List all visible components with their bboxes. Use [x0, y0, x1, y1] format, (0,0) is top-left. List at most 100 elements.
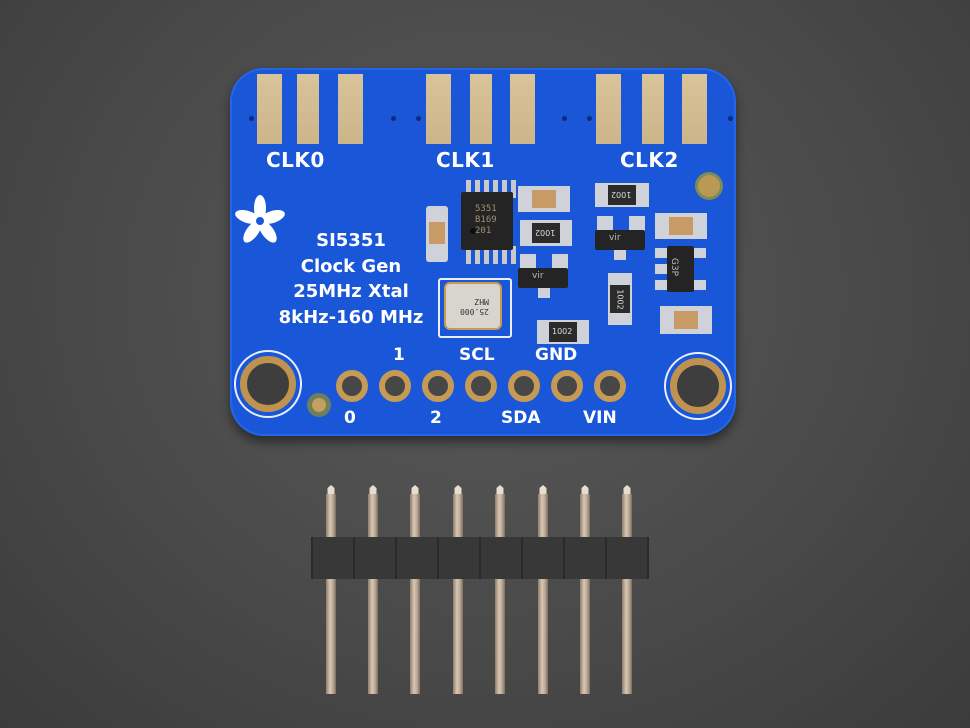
- housing-segment: [355, 537, 395, 579]
- capacitor: [518, 186, 570, 212]
- via: [562, 116, 567, 121]
- header-pin: [495, 494, 505, 694]
- capacitor: [426, 206, 448, 262]
- clk2-pad-gnd-right: [682, 74, 707, 144]
- pin-label-2: 2: [430, 408, 442, 428]
- resistor-body: 1002: [532, 223, 560, 243]
- ic-marking-line: 201: [475, 226, 492, 236]
- pcb-board: CLK0 CLK1 CLK2 SI5351 Clock Gen 25MHz Xt…: [230, 68, 736, 436]
- housing-segment: [397, 537, 437, 579]
- header-hole-scl[interactable]: [465, 370, 497, 402]
- crystal-25mhz: 25.000 MHZ: [446, 284, 500, 328]
- header-pin: [538, 494, 548, 694]
- crystal-marking-line: MHZ: [474, 297, 489, 306]
- crystal-marking: 25.000 MHZ: [460, 296, 489, 316]
- pin-tip: [581, 485, 589, 495]
- clk1-pad-signal: [470, 74, 492, 144]
- description-line: SI5351: [316, 230, 386, 251]
- description-line: Clock Gen: [300, 255, 402, 277]
- regulator-lead: [655, 280, 669, 290]
- via: [587, 116, 592, 121]
- pin-tip: [539, 485, 547, 495]
- clk0-pad-gnd-right: [338, 74, 363, 144]
- housing-segment: [523, 537, 563, 579]
- regulator-lead: [655, 264, 669, 274]
- via: [249, 116, 254, 121]
- transistor-lead: [597, 216, 613, 232]
- capacitor: [660, 306, 712, 334]
- header-hole-vin[interactable]: [594, 370, 626, 402]
- voltage-regulator: G3P: [667, 246, 694, 292]
- clk0-label: CLK0: [266, 148, 325, 172]
- ic-marking-line: B169: [475, 215, 497, 225]
- si5351-ic: 5351 B169 201: [461, 192, 513, 250]
- housing-segment: [481, 537, 521, 579]
- transistor-marking: vir: [609, 233, 621, 243]
- regulator-lead: [655, 248, 669, 258]
- clk2-pad-gnd-left: [596, 74, 621, 144]
- capacitor: [655, 213, 707, 239]
- pin-tip: [369, 485, 377, 495]
- mounting-hole-right: [670, 358, 726, 414]
- resistor: 1002: [595, 183, 649, 207]
- resistor-marking: 1002: [535, 228, 556, 237]
- pin-tip: [454, 485, 462, 495]
- mounting-hole-left: [240, 356, 296, 412]
- resistor-marking: 1002: [615, 289, 625, 310]
- regulator-marking: G3P: [669, 257, 680, 277]
- transistor: vir: [595, 230, 645, 250]
- transistor-marking: vir: [532, 271, 544, 281]
- capacitor-body: [532, 190, 556, 208]
- header-hole-2[interactable]: [422, 370, 454, 402]
- clk0-pad-gnd-left: [257, 74, 282, 144]
- transistor-lead: [520, 254, 536, 270]
- via: [728, 116, 733, 121]
- header-hole-1[interactable]: [379, 370, 411, 402]
- description-line: 25MHz Xtal: [293, 281, 409, 302]
- header-pin: [580, 494, 590, 694]
- header-hole-0[interactable]: [336, 370, 368, 402]
- pin-label-0: 0: [344, 408, 356, 428]
- adafruit-flower-logo-icon: [235, 195, 285, 243]
- housing-segment: [313, 537, 353, 579]
- header-hole-gnd[interactable]: [551, 370, 583, 402]
- board-description: SI5351 Clock Gen 25MHz Xtal 8kHz-160 MHz: [266, 228, 436, 330]
- crystal-outline: [438, 278, 512, 338]
- housing-segment: [607, 537, 647, 579]
- clk2-label: CLK2: [620, 148, 679, 172]
- header-housing: [311, 537, 649, 579]
- header-hole-sda[interactable]: [508, 370, 540, 402]
- pin-tip: [496, 485, 504, 495]
- housing-segment: [439, 537, 479, 579]
- header-pin: [368, 494, 378, 694]
- resistor-body: 1002: [608, 185, 636, 205]
- ic-marking: 5351 B169 201: [475, 204, 497, 237]
- resistor-marking: 1002: [611, 190, 632, 199]
- housing-segment: [565, 537, 605, 579]
- capacitor-body: [669, 217, 693, 235]
- pin-tip: [623, 485, 631, 495]
- pin-label-vin: VIN: [583, 408, 617, 428]
- resistor-body: 1002: [549, 322, 577, 342]
- pin-label-scl: SCL: [459, 345, 495, 365]
- pin-tip: [411, 485, 419, 495]
- resistor-marking: 1002: [552, 327, 573, 336]
- regulator-lead: [692, 248, 706, 258]
- pin1-dot: [470, 228, 476, 234]
- regulator-lead: [692, 280, 706, 290]
- clk1-pad-gnd-left: [426, 74, 451, 144]
- clk1-pad-gnd-right: [510, 74, 535, 144]
- header-pin: [622, 494, 632, 694]
- pin-label-gnd: GND: [535, 345, 578, 365]
- ic-pins-bottom: [466, 246, 516, 264]
- capacitor-body: [429, 222, 445, 244]
- pin-tip: [327, 485, 335, 495]
- clk0-pad-signal: [297, 74, 319, 144]
- resistor: 1002: [520, 220, 572, 246]
- fiducial-pad: [312, 398, 326, 412]
- ic-marking-line: 5351: [475, 204, 497, 214]
- fiducial-pad: [698, 175, 720, 197]
- header-pin: [453, 494, 463, 694]
- crystal-marking-line: 25.000: [460, 307, 489, 316]
- clk2-pad-signal: [642, 74, 664, 144]
